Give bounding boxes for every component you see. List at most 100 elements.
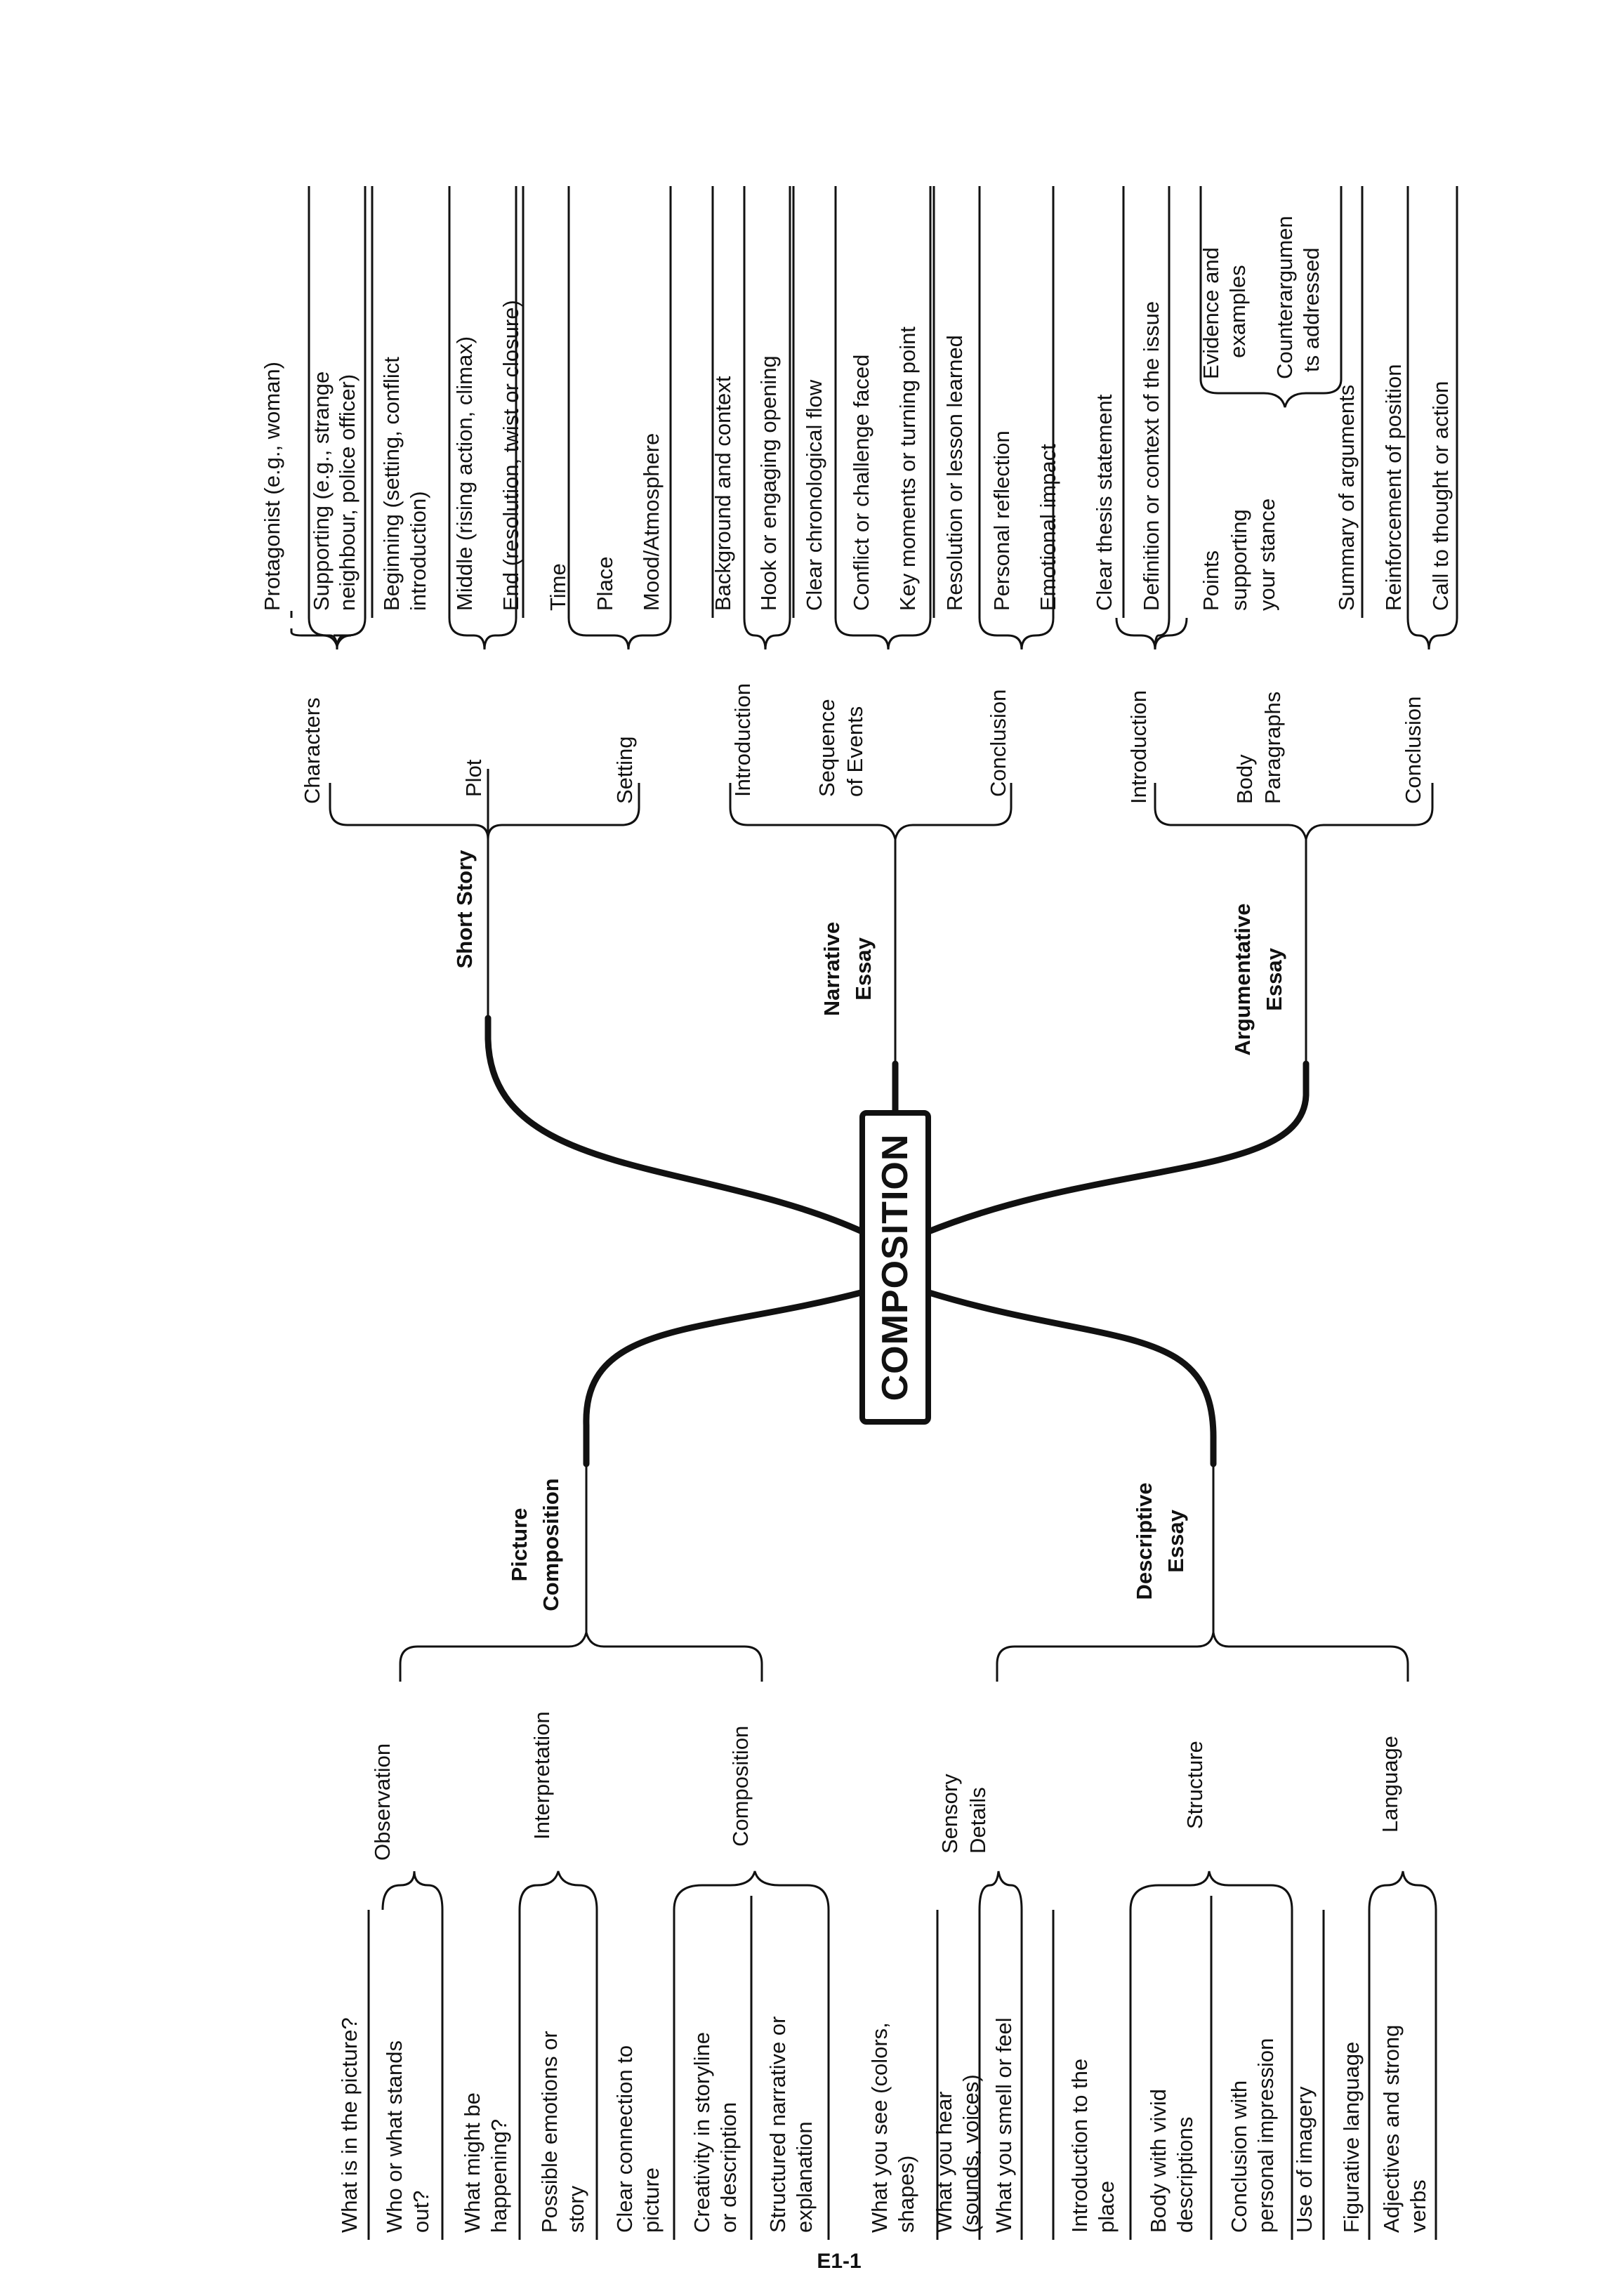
leaf-connection-1: Clear connection to (612, 2045, 637, 2233)
leaf-see-2: shapes) (894, 2156, 918, 2233)
branch-narrative-essay: Narrative Essay Introduction Sequence of… (711, 186, 1060, 1064)
connector-picture-composition (583, 1288, 867, 1467)
bracket-setting (522, 186, 672, 650)
label-language: Language (1378, 1736, 1402, 1833)
leaf-emotional: Emotional impact (1036, 444, 1060, 611)
leaf-adjectives-2: verbs (1406, 2179, 1430, 2233)
bracket-narrative (729, 783, 1013, 840)
leaf-beginning-1: Beginning (setting, conflict (379, 357, 404, 611)
picture-title-1: Picture (507, 1507, 532, 1581)
leaf-supporting-1: Supporting (e.g., strange (309, 371, 334, 611)
leaf-thesis: Clear thesis statement (1092, 394, 1116, 611)
leaf-who-stands-1: Who or what stands (382, 2040, 407, 2233)
leaf-protagonist: Protagonist (e.g., woman) (260, 362, 284, 611)
label-points-1: Points (1199, 550, 1223, 611)
label-characters: Characters (300, 697, 324, 804)
bracket-narrative-conclusion (932, 186, 1055, 650)
label-picture-composition: Composition (728, 1726, 753, 1847)
branch-argumentative-essay: Argumentative Essay Introduction Body Pa… (1092, 186, 1458, 1064)
leaf-adjectives-1: Adjectives and strong (1379, 2025, 1404, 2233)
branch-short-story: Short Story Characters Plot Setting Prot… (260, 186, 672, 1018)
label-points-3: your stance (1255, 499, 1279, 611)
bracket-picture-composition (673, 1871, 830, 2240)
leaf-conclusion-impression-1: Conclusion with (1227, 2080, 1251, 2233)
leaf-mood: Mood/Atmosphere (639, 433, 664, 611)
bracket-plot (371, 186, 517, 650)
leaf-hear-1: What you hear (932, 2091, 956, 2233)
leaf-summary: Summary of arguments (1334, 385, 1359, 611)
leaf-key-moments: Key moments or turning point (895, 326, 920, 611)
label-narrative-introduction: Introduction (730, 683, 755, 797)
bracket-narrative-introduction (711, 186, 791, 650)
leaf-counter-2: ts addressed (1299, 248, 1324, 373)
leaf-conclusion-impression-2: personal impression (1253, 2038, 1278, 2233)
branch-descriptive-essay: Descriptive Essay Sensory Details Struct… (867, 1464, 1437, 2240)
bracket-argumentative (1154, 783, 1434, 840)
leaf-emotions-1: Possible emotions or (537, 2031, 562, 2233)
leaf-resolution: Resolution or lesson learned (942, 335, 967, 611)
bracket-language (1322, 1871, 1437, 2240)
leaf-structured-1: Structured narrative or (765, 2017, 790, 2233)
leaf-reinforcement: Reinforcement of position (1381, 364, 1406, 611)
leaf-chronological: Clear chronological flow (802, 379, 826, 611)
leaf-creativity-1: Creativity in storyline (690, 2032, 714, 2233)
leaf-what-is-in: What is in the picture? (337, 2017, 362, 2233)
bracket-sequence (792, 186, 932, 650)
argumentative-title-1: Argumentative (1230, 903, 1255, 1055)
leaf-emotions-2: story (564, 2185, 588, 2233)
leaf-call-to-action: Call to thought or action (1428, 381, 1453, 611)
leaf-figurative: Figurative language (1339, 2042, 1364, 2233)
leaf-intro-place-1: Introduction to the (1067, 2059, 1092, 2233)
tick (290, 611, 352, 649)
descriptive-title-2: Essay (1163, 1509, 1188, 1572)
leaf-imagery: Use of imagery (1292, 2086, 1317, 2233)
label-body-2: Paragraphs (1260, 692, 1285, 804)
label-setting: Setting (612, 736, 637, 804)
label-sequence-2: of Events (843, 706, 867, 797)
leaf-hear-2: (sounds, voices) (958, 2074, 983, 2233)
bracket-structure (1052, 1871, 1293, 2240)
central-box (859, 1110, 931, 1425)
bracket-sensory (936, 1871, 1023, 2240)
bracket-arg-conclusion (1361, 186, 1458, 650)
label-points-2: supporting (1227, 509, 1251, 611)
bracket-arg-introduction-curve (1115, 617, 1188, 650)
short-story-title: Short Story (452, 850, 477, 969)
label-sensory-1: Sensory (937, 1774, 962, 1854)
bracket-interpretation (518, 1871, 598, 2240)
connector-short-story (484, 1015, 867, 1236)
leaf-place: Place (593, 556, 617, 611)
leaf-background: Background and context (711, 376, 735, 611)
leaf-end: End (resolution, twist or closure) (499, 300, 523, 611)
bracket-descriptive (996, 1632, 1409, 1682)
bracket-body-points (1199, 186, 1343, 408)
page-label: E1-1 (817, 2250, 861, 2273)
label-sequence-1: Sequence (815, 699, 839, 797)
leaf-body-vivid-1: Body with vivid (1146, 2089, 1171, 2233)
leaf-beginning-2: introduction) (406, 491, 430, 611)
connector-descriptive-essay (923, 1288, 1217, 1467)
leaf-reflection: Personal reflection (989, 430, 1014, 611)
bracket-characters (308, 186, 367, 650)
leaf-conflict: Conflict or challenge faced (849, 355, 873, 611)
label-body-1: Body (1232, 754, 1257, 804)
bracket-picture (399, 1632, 763, 1682)
leaf-what-might-2: happening? (487, 2119, 511, 2233)
bracket-observation (381, 1871, 444, 2240)
connector-argumentative-essay (923, 1060, 1310, 1236)
leaf-structured-2: explanation (792, 2121, 817, 2233)
label-structure: Structure (1182, 1741, 1207, 1829)
leaf-definition: Definition or context of the issue (1139, 301, 1163, 611)
leaf-see-1: What you see (colors, (867, 2022, 892, 2233)
label-interpretation: Interpretation (529, 1711, 554, 1840)
label-sensory-2: Details (965, 1787, 990, 1854)
descriptive-title-1: Descriptive (1132, 1482, 1156, 1599)
leaf-intro-place-2: place (1094, 2181, 1119, 2233)
leaf-who-stands-2: out? (409, 2191, 433, 2233)
leaf-connection-2: picture (639, 2168, 664, 2233)
label-arg-introduction: Introduction (1126, 690, 1151, 804)
label-narrative-conclusion: Conclusion (986, 690, 1010, 797)
leaf-counter-1: Counterargumen (1272, 216, 1297, 379)
label-plot: Plot (461, 759, 486, 797)
